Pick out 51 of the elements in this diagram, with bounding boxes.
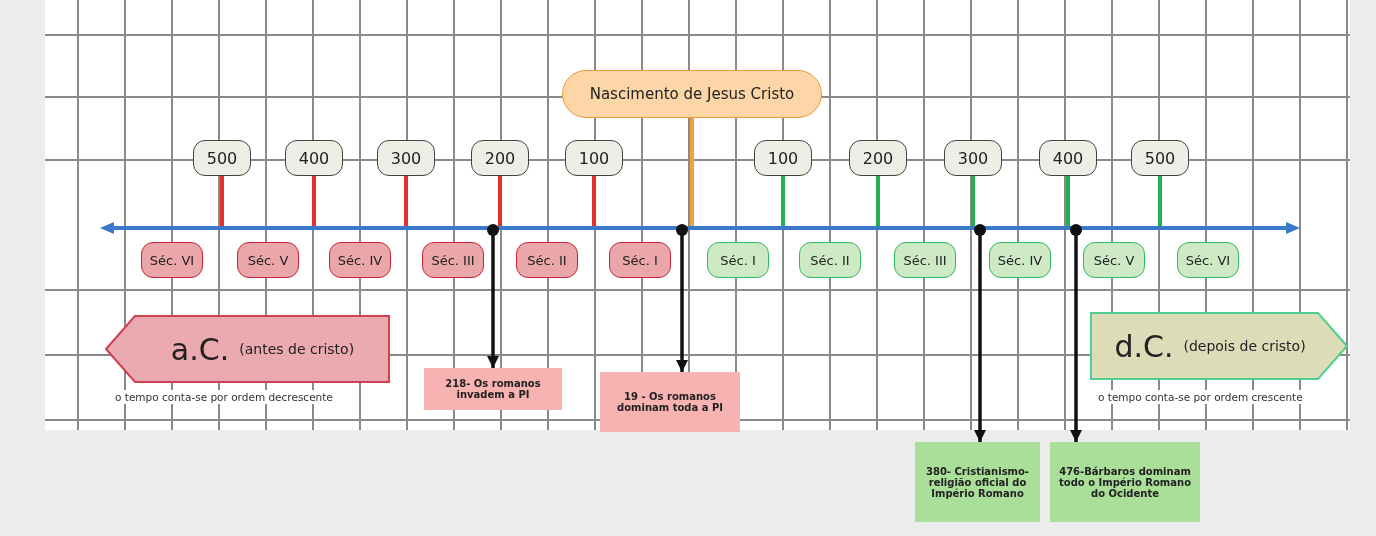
century-label: Séc. III xyxy=(894,242,956,278)
title-bubble: Nascimento de Jesus Cristo xyxy=(562,70,822,118)
year-marker: 300 xyxy=(377,140,435,176)
century-label: Séc. VI xyxy=(1177,242,1239,278)
event-card: 218- Os romanos invadem a PI xyxy=(424,368,562,410)
tick-line xyxy=(781,176,785,226)
year-marker: 300 xyxy=(944,140,1002,176)
year-marker: 400 xyxy=(1039,140,1097,176)
tick-line xyxy=(498,176,502,226)
pin-arrow xyxy=(974,224,986,442)
century-label: Séc. III xyxy=(422,242,484,278)
pin-arrow xyxy=(1070,224,1082,442)
tick-line xyxy=(971,176,975,226)
pin-arrow xyxy=(487,224,499,368)
tick-line xyxy=(1066,176,1070,226)
century-label: Séc. IV xyxy=(329,242,391,278)
year-marker: 200 xyxy=(471,140,529,176)
timeline-axis xyxy=(100,222,1300,234)
century-label: Séc. V xyxy=(237,242,299,278)
era-arrow-banner xyxy=(105,315,390,383)
year-marker: 400 xyxy=(285,140,343,176)
event-card: 380- Cristianismo- religião oficial do Império Romano xyxy=(915,442,1040,522)
century-label: Séc. V xyxy=(1083,242,1145,278)
year-marker: 500 xyxy=(1131,140,1189,176)
century-label: Séc. I xyxy=(609,242,671,278)
note-text: o tempo conta-se por ordem decrescente xyxy=(112,390,336,404)
tick-line xyxy=(404,176,408,226)
era-abbreviation: a.C. xyxy=(170,331,230,367)
century-label: Séc. VI xyxy=(141,242,203,278)
tick-line xyxy=(876,176,880,226)
tick-line xyxy=(1158,176,1162,226)
tick-line xyxy=(690,118,694,226)
pin-arrow xyxy=(676,224,688,372)
tick-line xyxy=(592,176,596,226)
event-card: 476-Bárbaros dominam todo o Império Romano do Ocidente xyxy=(1050,442,1200,522)
era-abbreviation: d.C. xyxy=(1114,328,1174,364)
year-marker: 500 xyxy=(193,140,251,176)
century-label: Séc. II xyxy=(516,242,578,278)
event-card: 19 - Os romanos dominam toda a PI xyxy=(600,372,740,432)
year-marker: 100 xyxy=(565,140,623,176)
century-label: Séc. I xyxy=(707,242,769,278)
century-label: Séc. IV xyxy=(989,242,1051,278)
tick-line xyxy=(220,176,224,226)
note-text: o tempo conta-se por ordem crescente xyxy=(1095,390,1306,404)
era-description: (depois de cristo) xyxy=(1183,338,1306,354)
year-marker: 100 xyxy=(754,140,812,176)
century-label: Séc. II xyxy=(799,242,861,278)
tick-line xyxy=(312,176,316,226)
era-description: (antes de cristo) xyxy=(239,341,355,357)
era-arrow-banner xyxy=(1090,312,1348,380)
year-marker: 200 xyxy=(849,140,907,176)
